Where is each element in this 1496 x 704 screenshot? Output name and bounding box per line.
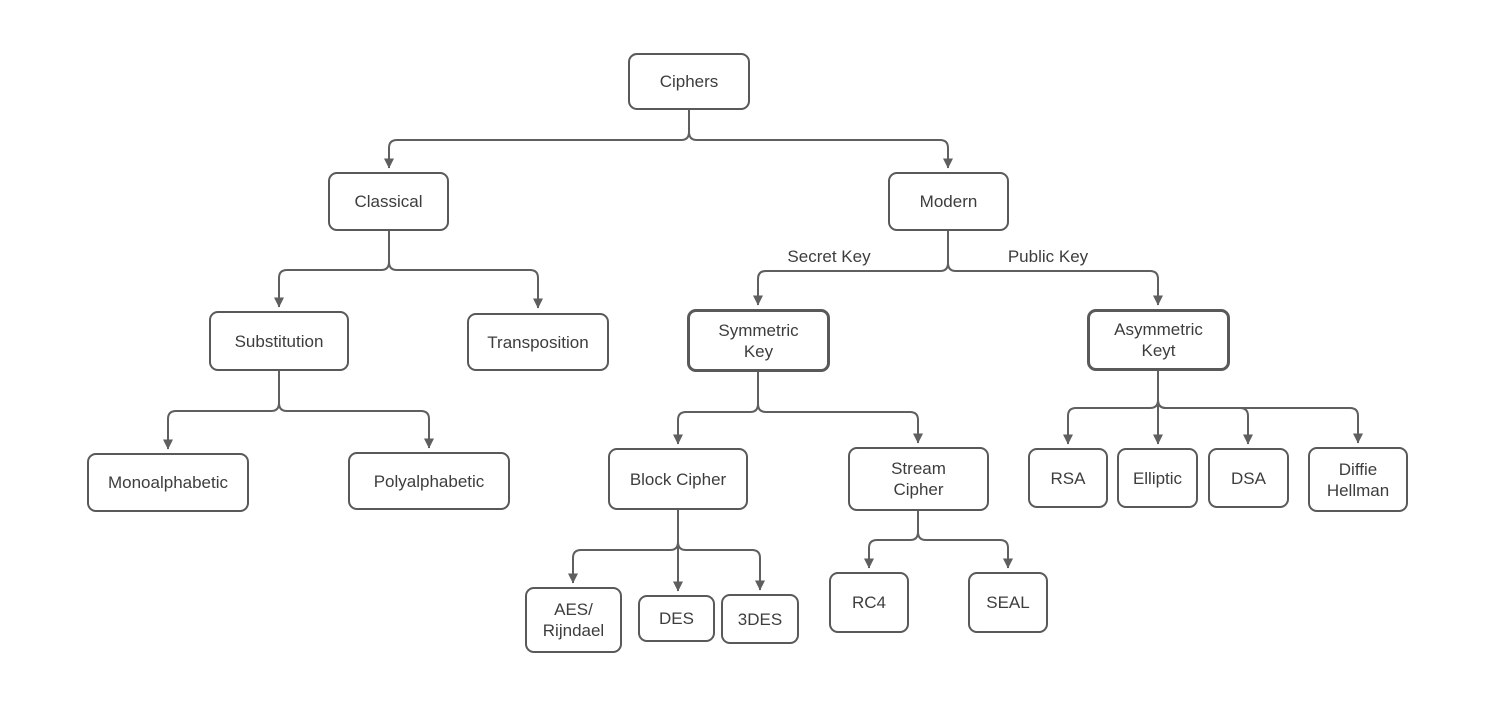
node-des: DES: [638, 595, 715, 642]
node-rsa: RSA: [1028, 448, 1108, 508]
connector-symmetric-block-cipher: [673, 372, 759, 445]
edge-label-public-key: Public Key: [1007, 247, 1089, 266]
node-diffie-hellman: Diffie Hellman: [1308, 447, 1408, 512]
connector-substitution-monoalphabetic: [163, 371, 280, 450]
connector-ciphers-classical: [384, 110, 690, 169]
connector-modern-asymmetric: [947, 231, 1163, 306]
edge-label-secret-key: Secret Key: [787, 247, 871, 266]
node-monoalphabetic: Monoalphabetic: [87, 453, 249, 512]
node-stream-cipher: Stream Cipher: [848, 447, 989, 511]
node-symmetric-key: Symmetric Key: [687, 309, 830, 372]
node-3des: 3DES: [721, 594, 799, 644]
node-seal: SEAL: [968, 572, 1048, 633]
connector-modern-symmetric: [753, 231, 949, 306]
connector-stream-seal: [917, 511, 1013, 569]
node-block-cipher: Block Cipher: [608, 448, 748, 510]
node-elliptic: Elliptic: [1117, 448, 1198, 508]
node-substitution: Substitution: [209, 311, 349, 371]
connector-asymmetric-rsa: [1063, 371, 1159, 445]
node-dsa: DSA: [1208, 448, 1289, 508]
node-rc4: RC4: [829, 572, 909, 633]
connector-classical-substitution: [274, 231, 390, 308]
connector-block-3des: [677, 510, 765, 591]
node-aes-rijndael: AES/ Rijndael: [525, 587, 622, 653]
connector-asymmetric-diffie: [1157, 371, 1363, 444]
connector-stream-rc4: [864, 511, 919, 569]
connector-block-aes: [568, 510, 679, 584]
connector-ciphers-modern: [688, 110, 953, 169]
node-polyalphabetic: Polyalphabetic: [348, 452, 510, 510]
node-classical: Classical: [328, 172, 449, 231]
node-ciphers: Ciphers: [628, 53, 750, 110]
node-asymmetric-key: Asymmetric Keyt: [1087, 309, 1230, 371]
connector-classical-transposition: [388, 231, 543, 309]
connector-symmetric-stream-cipher: [757, 372, 923, 444]
node-modern: Modern: [888, 172, 1009, 231]
connector-substitution-polyalphabetic: [278, 371, 434, 449]
node-transposition: Transposition: [467, 313, 609, 371]
